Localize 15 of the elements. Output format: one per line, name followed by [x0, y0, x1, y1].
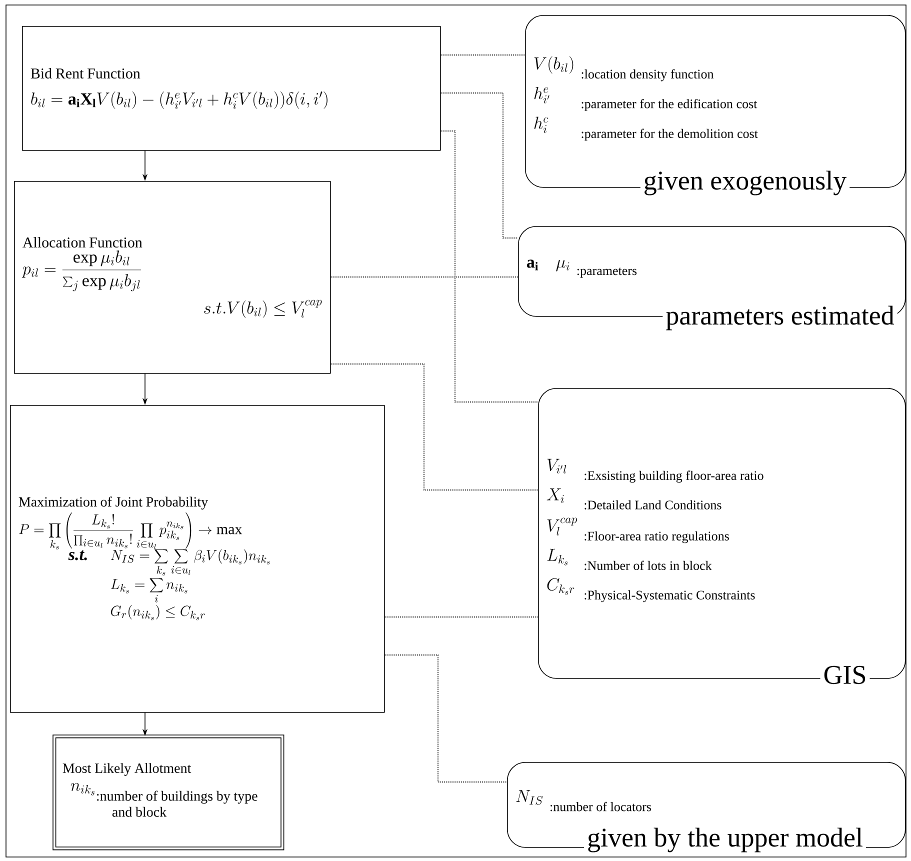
connector-line [330, 364, 538, 490]
rounded-box: $\mathbf{a}_{\mathbf{i}}$ $\mu_i$ :parameters parameters estimated [518, 226, 906, 334]
connector-line [330, 276, 518, 278]
connector-line [384, 654, 508, 782]
process-box: Maximization of Joint Probability $P=\prod_{k_s}\left(\frac{L_{k_s}!}{\prod_{i\in u_l}n_{ik_s}!}\prod_{i\in u_l}p_{ik_s}^{n_{ik_s}}\right)\rightarrow\max$ s.t. $N_{IS}=\sum_{k_s}\sum_{i\in u_l}\beta_i V(b_{ik_s})n_{ik_s}$ $L_{k_s}=\sum_{i}n_{ik_s}$ $G_r(n_{ik_s})\le C_{k_s r}$ [10, 405, 385, 713]
rounded-box: $V_{i'l}$ :Exsisting building floor-area ratio $X_i$ :Detailed Land Conditions $V_{l}^{cap}$ :Floor-area ratio regulations $L_{k_s}$ :Number of lots in block $C_{k_s r}$ :Physical-Systematic Constraints GIS [538, 388, 906, 688]
process-box: Most Likely Allotment $n_{ik_s}$ :number of buildings by type and block [52, 734, 284, 850]
connector-line [440, 92, 518, 238]
connector-line [440, 130, 538, 402]
process-box: Allocation Function $p_{il}=\frac{\exp\mu_i b_{il}}{\sum_{j}\exp\mu_i b_{jl}}$ $s.t.V(b_{il})\le V_{l}^{cap}$ [14, 181, 331, 374]
connector-line [440, 54, 526, 56]
process-box: Bid Rent Function $b_{il}=\mathbf{a}_{\mathbf{i}}\mathbf{X}_{\mathbf{l}}V(b_{il})-(h^{e}_{i'}V_{i'l}+h^{c}_{i}V(b_{il}))\delta(i,i')$ [22, 26, 441, 151]
connector-line [384, 616, 538, 618]
rounded-box: $N_{IS}$ :number of locators given by the upper model [507, 762, 906, 856]
rounded-box: $V(b_{il})$ :location density function $h^{e}_{i'}$ :parameter for the edification cost $h^{c}_{i}$ :parameter for the demolition cost given exogenously [525, 15, 906, 198]
